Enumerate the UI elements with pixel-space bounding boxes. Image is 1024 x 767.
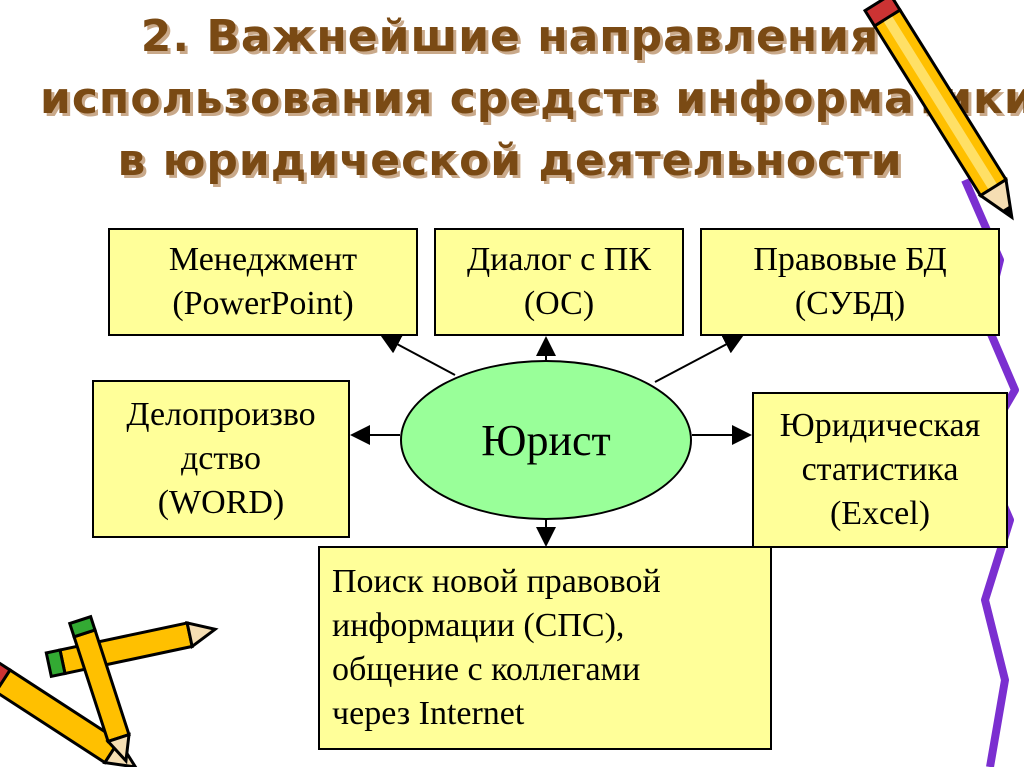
statistics-box: Юридическая статистика (Excel) [752,392,1008,548]
slide-title: 2. Важнейшие направления использования с… [40,6,1024,192]
records-box: Делопроизво дство (WORD) [92,380,350,538]
management-sublabel: (PowerPoint) [172,285,354,322]
dialog-box: Диалог с ПК (ОС) [434,228,684,336]
dialog-sublabel: (ОС) [523,285,595,322]
search-line-2: информации (СПС), [332,607,625,644]
title-line-1: 2. Важнейшие направления [140,11,880,62]
title-line-3: в юридической деятельности [117,135,903,186]
lawyer-label: Юрист [481,415,611,465]
lawyer-ellipse: Юрист [400,360,692,520]
search-box: Поиск новой правовой информации (СПС), о… [318,546,772,750]
legal-db-sublabel: (СУБД) [794,285,906,322]
arrow-to-management [380,335,456,376]
statistics-label-1: Юридическая [779,407,981,444]
search-line-3: общение с коллегами [332,651,641,688]
arrow-to-legal-db [654,335,744,383]
legal-db-label: Правовые БД [753,241,947,278]
statistics-sublabel: (Excel) [829,495,931,532]
records-label-2: дство [180,440,262,477]
legal-db-box: Правовые БД (СУБД) [700,228,1000,336]
management-label: Менеджмент [168,241,358,278]
search-line-1: Поиск новой правовой [332,563,661,600]
statistics-label-2: статистика [801,451,959,488]
records-label-1: Делопроизво [126,396,316,433]
pencil-icon [67,614,131,765]
records-sublabel: (WORD) [157,484,285,521]
management-box: Менеджмент (PowerPoint) [108,228,418,336]
search-line-4: через Internet [332,695,525,732]
title-line-2: использования средств информатики [40,73,1024,124]
dialog-label: Диалог с ПК [466,241,651,278]
